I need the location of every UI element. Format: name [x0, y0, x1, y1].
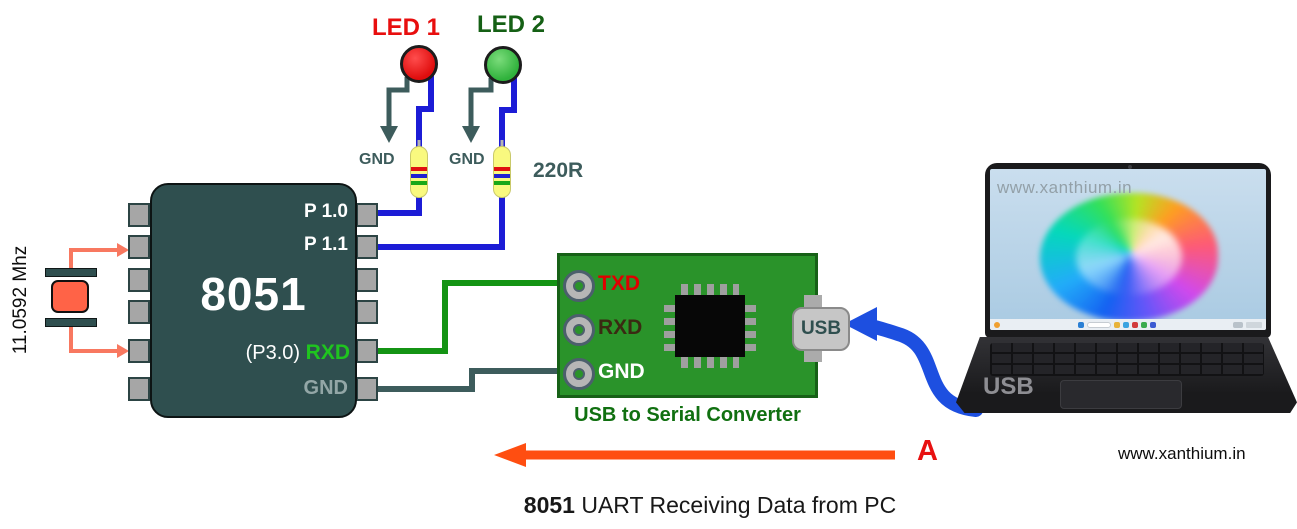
clock [1246, 321, 1262, 328]
website-label: www.xanthium.in [1118, 444, 1246, 463]
led1-anode-wire [416, 74, 434, 150]
p11-wire [377, 196, 505, 250]
led1-label: LED 1 [372, 14, 441, 41]
resistor2-220r [493, 146, 511, 198]
laptop-keyboard [990, 343, 1264, 376]
led1-gnd-arrowhead [380, 126, 398, 143]
crystal-plate-bottom [45, 318, 97, 327]
led1-gnd-wire [386, 77, 410, 128]
led1-gnd-label: GND [359, 151, 395, 168]
search-box [1086, 321, 1111, 328]
resistor1-220r [410, 146, 428, 198]
gnd-gnd-wire [378, 368, 561, 392]
laptop-touchpad [1060, 380, 1182, 409]
pin-label-p10: P 1.0 [303, 201, 348, 222]
tray-icons [1233, 321, 1243, 328]
converter-title: USB to Serial Converter [574, 404, 801, 426]
mcu-pin-p11 [356, 235, 378, 259]
rxd-txd-wire [378, 280, 561, 354]
mcu-pin-left-4 [128, 300, 150, 324]
converter-ic-pins-top [681, 284, 739, 295]
webcam-icon [1128, 165, 1132, 169]
pad-txd [563, 270, 595, 302]
crystal-plate-top [45, 268, 97, 277]
windows-icon [1077, 321, 1084, 328]
usb-serial-converter-board: TXD RXD GND USB [557, 253, 850, 398]
converter-ic-chip [675, 295, 745, 357]
pad-rxd [563, 314, 595, 346]
resistor-value-label: 220R [533, 159, 584, 182]
led2-gnd-label: GND [449, 151, 485, 168]
laptop-display: www.xanthium.in [990, 169, 1266, 330]
data-flow-arrowhead [494, 443, 526, 467]
pad-label-gnd: GND [598, 360, 645, 383]
mcu-pin-left-5 [128, 339, 150, 363]
weather-icon [994, 321, 1000, 328]
led2-anode-wire [499, 75, 517, 150]
mcu-pin-right-3 [356, 268, 378, 292]
usb-cable-arrow [859, 318, 983, 417]
mcu-8051-chip: P 1.0 P 1.1 8051 (P3.0) RXD GND [150, 183, 357, 418]
crystal-frequency-label: 11.0592 Mhz [10, 245, 31, 355]
pad-label-rxd: RXD [598, 316, 643, 339]
p10-wire [377, 196, 422, 216]
led2-label: LED 2 [477, 11, 546, 38]
led2-gnd-arrowhead [462, 126, 480, 143]
usb-cable-label: USB [983, 373, 1034, 400]
mcu-name-label: 8051 [200, 268, 307, 320]
rxd-pin-label: RXD [305, 341, 350, 364]
mail-icon [1149, 321, 1156, 328]
screen-watermark: www.xanthium.in [997, 178, 1133, 197]
pin-label-gnd: GND [303, 377, 348, 399]
laptop-taskbar [990, 319, 1266, 330]
caption-bold: 8051 [523, 492, 575, 518]
data-flow-label: A [917, 435, 938, 467]
mcu-pin-p10 [356, 203, 378, 227]
edge-icon [1122, 321, 1129, 328]
laptop-base: USB [956, 337, 1297, 413]
crystal-wire-bottom [69, 326, 117, 353]
led2-gnd-wire [468, 78, 494, 128]
led1-red [400, 45, 438, 83]
store-icon [1131, 321, 1138, 328]
mcu-pin-left-6 [128, 377, 150, 401]
crystal-arrow-bottom [117, 344, 129, 358]
pin-label-rxd-row: (P3.0) RXD [246, 341, 350, 365]
mcu-pin-right-4 [356, 300, 378, 324]
crystal-arrow-top [117, 243, 129, 257]
mcu-pin-rxd [356, 339, 378, 363]
caption-rest: UART Receiving Data from PC [574, 492, 897, 518]
converter-ic-pins-left [664, 301, 675, 351]
usb-port: USB [792, 307, 850, 351]
pad-label-txd: TXD [598, 272, 640, 295]
converter-ic-pins-bottom [681, 357, 739, 368]
mcu-pin-left-2 [128, 235, 150, 259]
crystal-wire-top [69, 248, 117, 269]
figure-caption: 8051 UART Receiving Data from PC [430, 492, 990, 519]
chrome-icon [1140, 321, 1147, 328]
rxd-port-label: (P3.0) [245, 342, 301, 364]
pin-label-p11: P 1.1 [303, 234, 348, 255]
mcu-pin-left-1 [128, 203, 150, 227]
led2-green [484, 46, 522, 84]
folder-icon [1113, 321, 1120, 328]
converter-ic-pins-right [745, 301, 756, 351]
pad-gnd [563, 358, 595, 390]
crystal-oscillator [51, 280, 89, 313]
mcu-pin-left-3 [128, 268, 150, 292]
windows-bloom-wallpaper [1040, 193, 1218, 321]
usb-cable-arrowhead [844, 307, 877, 341]
mcu-pin-gnd [356, 377, 378, 401]
